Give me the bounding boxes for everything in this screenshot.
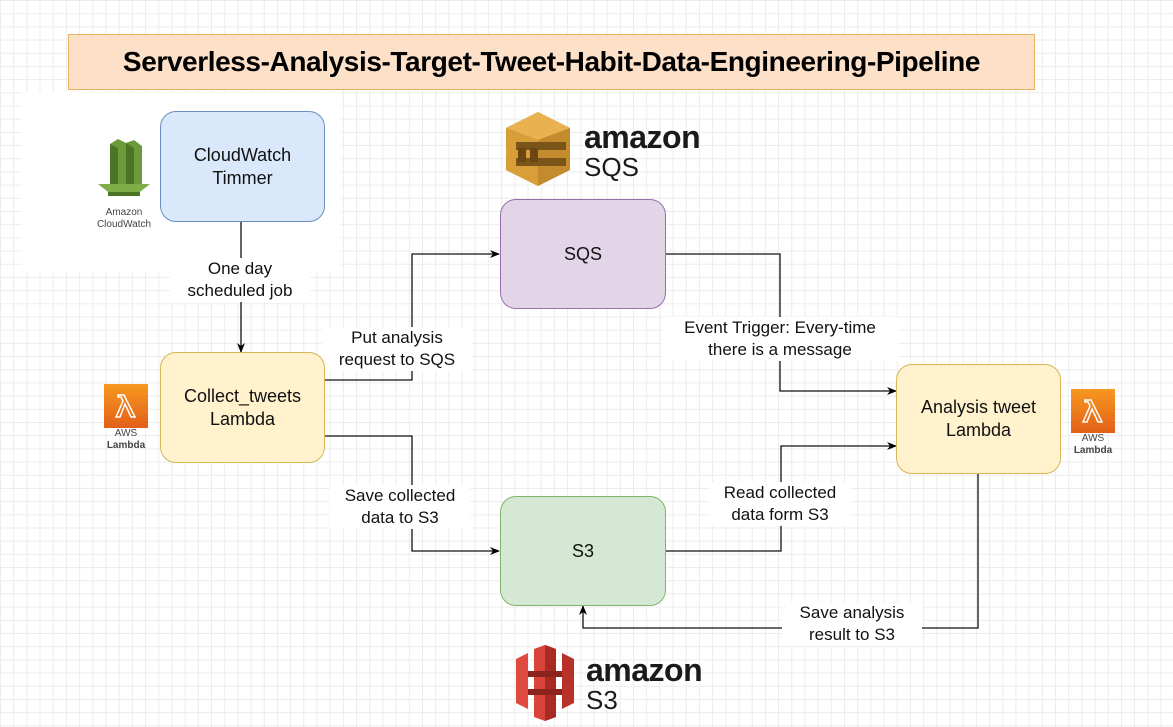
node-s3[interactable]: S3 — [500, 496, 666, 606]
node-analysis-line1: Analysis tweet — [920, 397, 1037, 417]
edge-read-collected-line1: Read collected — [723, 483, 837, 502]
edge-save-analysis-line1: Save analysis — [799, 603, 905, 622]
node-sqs[interactable]: SQS — [500, 199, 666, 309]
edge-label-schedule: One day scheduled job — [170, 258, 310, 302]
sqs-logo-brand: amazon — [584, 119, 701, 155]
edge-label-event-trigger: Event Trigger: Every-time there is a mes… — [662, 317, 898, 361]
s3-logo-product: S3 — [586, 685, 618, 715]
node-cloudwatch-timer[interactable]: CloudWatch Timmer — [160, 111, 325, 222]
edge-read-collected-line2: data form S3 — [731, 505, 829, 524]
node-cloudwatch-line2: Timmer — [212, 167, 273, 188]
node-analysis-tweet-lambda[interactable]: Analysis tweet Lambda — [896, 364, 1061, 474]
node-collect-line1: Collect_tweets — [183, 385, 302, 406]
cloudwatch-icon — [98, 139, 150, 196]
edge-schedule-line1: One day — [207, 259, 273, 278]
edge-schedule-line2: scheduled job — [187, 281, 293, 300]
edge-label-put-sqs: Put analysis request to SQS — [322, 327, 472, 371]
node-collect-line2: Lambda — [209, 408, 276, 429]
edge-put-sqs-line1: Put analysis — [351, 328, 443, 347]
cloudwatch-logo: Amazon CloudWatch — [92, 134, 160, 231]
cloudwatch-logo-line2: CloudWatch — [96, 219, 152, 230]
node-s3-label: S3 — [571, 540, 595, 561]
lambda-right-line1: AWS — [1081, 433, 1105, 444]
edge-label-save-analysis: Save analysis result to S3 — [782, 602, 922, 646]
node-collect-tweets-lambda[interactable]: Collect_tweets Lambda — [160, 352, 325, 463]
s3-logo-brand: amazon — [586, 652, 703, 688]
lambda-right-line2: Lambda — [1073, 445, 1113, 456]
edge-save-collected-line2: data to S3 — [361, 508, 439, 527]
node-analysis-line2: Lambda — [945, 420, 1012, 440]
edge-event-trigger-line2: there is a message — [708, 340, 852, 359]
edge-label-save-collected: Save collected data to S3 — [330, 485, 470, 529]
lambda-icon — [104, 384, 148, 428]
lambda-logo-right: AWS Lambda — [1071, 389, 1119, 457]
s3-logo: amazon S3 — [514, 645, 704, 725]
edge-save-analysis-line2: result to S3 — [809, 625, 895, 644]
node-sqs-label: SQS — [563, 243, 602, 264]
node-cloudwatch-line1: CloudWatch — [193, 144, 292, 165]
sqs-logo-product: SQS — [584, 152, 639, 182]
edge-put-sqs-line2: request to SQS — [338, 350, 456, 369]
diagram-title: Serverless-Analysis-Target-Tweet-Habit-D… — [68, 34, 1035, 90]
lambda-logo-left: AWS Lambda — [104, 384, 152, 452]
sqs-logo: amazon SQS — [504, 110, 704, 190]
lambda-icon — [1071, 389, 1115, 433]
edge-save-collected-line1: Save collected — [344, 486, 456, 505]
lambda-left-line2: Lambda — [106, 440, 146, 451]
s3-bucket-icon — [516, 645, 574, 721]
sqs-icon — [506, 112, 570, 186]
edge-event-trigger-line1: Event Trigger: Every-time — [684, 318, 876, 337]
lambda-left-line1: AWS — [114, 428, 138, 439]
edge-label-read-collected: Read collected data form S3 — [710, 482, 850, 526]
cloudwatch-logo-line1: Amazon — [105, 207, 143, 218]
